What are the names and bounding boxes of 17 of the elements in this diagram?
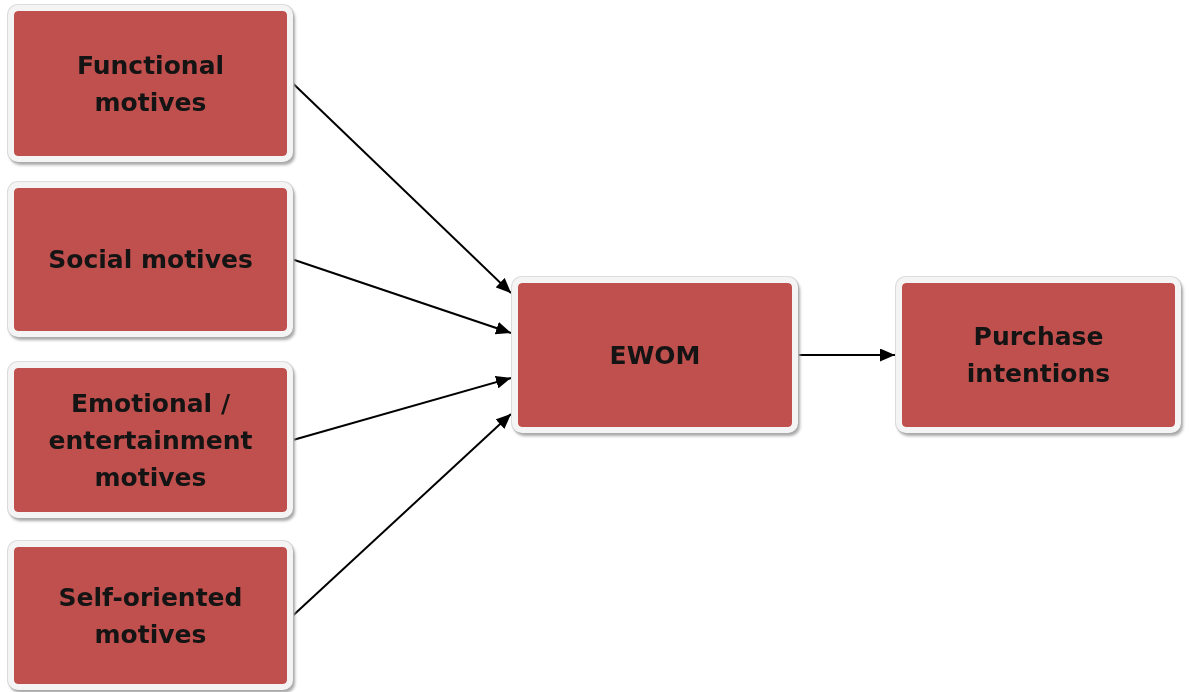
process-box: [8, 182, 293, 337]
box-label: Functional motives: [75, 49, 226, 119]
process-box: [8, 5, 293, 162]
arrow: [292, 413, 512, 617]
process-box: [896, 277, 1181, 433]
box-label: Emotional / entertainment motives: [47, 387, 254, 494]
box-label: EWOM: [608, 339, 702, 372]
arrow: [292, 258, 512, 335]
process-box: [8, 362, 293, 518]
process-box: [8, 541, 293, 690]
arrow: [292, 375, 512, 441]
box-label: Social motives: [47, 244, 254, 276]
process-box: [512, 277, 798, 433]
arrow: [292, 82, 512, 294]
arrow: [797, 348, 896, 362]
box-label: Purchase intentions: [965, 321, 1112, 390]
box-label: Self-oriented motives: [57, 581, 244, 651]
